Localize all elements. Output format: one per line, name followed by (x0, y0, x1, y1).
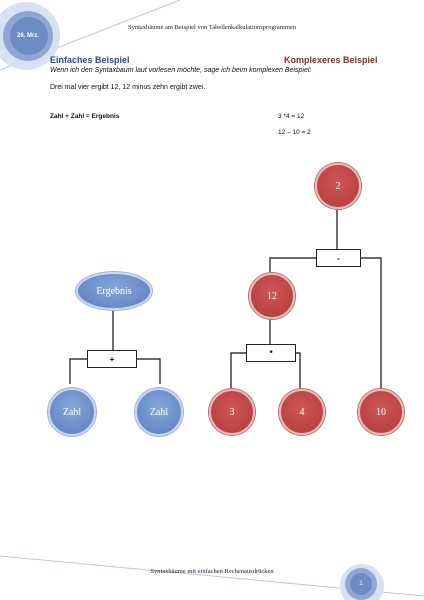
complex-minus-box: - (316, 249, 361, 267)
simple-root-node: Ergebnis (76, 272, 152, 310)
simple-equation: Zahl + Zahl = Ergebnis (50, 113, 120, 120)
complex-leaf-4: 4 (279, 389, 325, 435)
intro-text: Wenn ich den Syntaxbaum laut vorlesen mö… (50, 67, 312, 74)
simple-right-leaf: Zahl (135, 388, 183, 436)
date-badge: 26. Mrz. (16, 33, 39, 39)
bottom-badge-core (350, 573, 372, 595)
simple-operator-box: + (87, 350, 137, 368)
complex-leaf-3-label: 3 (229, 406, 235, 418)
complex-mid-label: 12 (267, 290, 277, 302)
calc-multiplication: 3 *4 = 12 (278, 113, 305, 120)
simple-tree-connectors (69, 308, 161, 384)
complex-tree-connectors (230, 206, 382, 390)
simple-left-leaf-label: Zahl (62, 406, 82, 418)
top-badge-core (10, 17, 48, 55)
header-title: Syntaxbäume am Beispiel von Tabellenkalk… (127, 24, 297, 31)
complex-root-node: 2 (315, 163, 361, 209)
calc-subtraction: 12 – 10 = 2 (278, 129, 311, 136)
complex-example-heading: Komplexeres Beispiel (284, 55, 378, 65)
simple-example-heading: Einfaches Beispiel (50, 55, 130, 65)
simple-root-label: Ergebnis (96, 285, 132, 297)
page-number: 1 (359, 581, 363, 587)
complex-multiply-box: * (246, 344, 296, 362)
complex-root-label: 2 (335, 180, 341, 192)
complex-leaf-10: 10 (358, 389, 404, 435)
complex-leaf-10-label: 10 (376, 406, 386, 418)
complex-leaf-3: 3 (209, 389, 255, 435)
complex-mid-node: 12 (249, 273, 295, 319)
footer-title: Syntaxbäume mit einfachen Rechenausdrück… (150, 568, 274, 575)
complex-leaf-4-label: 4 (299, 406, 305, 418)
simple-left-leaf: Zahl (48, 388, 96, 436)
simple-right-leaf-label: Zahl (149, 406, 169, 418)
spoken-sentence: Drei mal vier ergibt 12, 12 minus zehn e… (50, 84, 206, 91)
